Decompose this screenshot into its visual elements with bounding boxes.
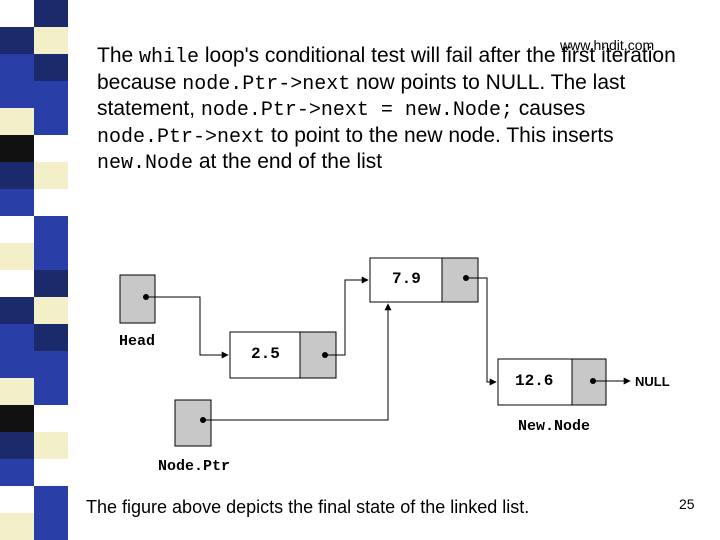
stripe-cell [0,162,34,189]
stripe-cell [34,27,68,54]
stripe-cell [0,27,34,54]
stripe-cell [0,54,34,81]
stripe-cell [34,351,68,378]
stripe-cell [34,270,68,297]
stripe-cell [34,135,68,162]
nodeptr-to-node-7-9-arrow [203,303,392,421]
nodeptr-pointer-box [174,399,212,447]
node-7-9-to-12-6-arrow [466,277,497,386]
code-while: while [139,46,200,69]
stripe-cell [34,486,68,513]
watermark: www.hndit.com [560,37,655,53]
stripe-cell [34,243,68,270]
head-pointer-box [119,274,156,324]
stripe-cell [0,243,34,270]
node-7-9-next-box [441,257,479,303]
code-nodeptr-next: node.Ptr->next [97,125,266,149]
stripe-cell [0,297,34,324]
stripe-cell [34,297,68,324]
stripe-cell [34,459,68,486]
node-2-5-next-box [299,331,337,379]
code-nodeptr-next: node.Ptr->next [182,72,351,96]
code-newnode: new.Node [97,152,194,175]
stripe-cell [0,0,34,27]
text-segment: now points to NULL. The last statement, [97,70,626,121]
stripe-cell [0,405,34,432]
stripe-cell [34,216,68,243]
stripe-cell [0,459,34,486]
stripe-cell [0,351,34,378]
stripe-cell [34,0,68,27]
node-12-6-value: 12.6 [515,372,553,390]
stripe-cell [34,324,68,351]
stripe-cell [0,513,34,540]
stripe-cell [0,108,34,135]
node-7-9-value: 7.9 [392,270,421,288]
stripe-cell [34,162,68,189]
page-number: 25 [679,496,695,512]
text-segment: at the end of the list [193,150,383,173]
stripe-cell [0,81,34,108]
stripe-cell [0,486,34,513]
text-segment: to point to the new node. This inserts [265,123,614,147]
stripe-cell [34,81,68,108]
newnode-label: New.Node [518,418,590,435]
node-12-6-next-box [571,358,607,406]
stripe-cell [0,189,34,216]
node-7-9-value-box [369,257,443,303]
stripe-cell [34,432,68,459]
text-segment: loop's conditional test will fail after … [97,44,676,94]
null-label: NULL [635,374,670,389]
stripe-cell [0,216,34,243]
slide-body-text: The while loop's conditional test will f… [97,44,707,177]
head-label: Head [119,333,155,350]
stripe-cell [34,378,68,405]
stripe-cell [0,270,34,297]
figure-caption: The figure above depicts the final state… [86,497,530,517]
head-to-node-arrow [146,296,229,359]
stripe-cell [34,405,68,432]
decorative-stripe-bar [0,0,68,540]
stripe-cell [34,189,68,216]
stripe-cell [0,432,34,459]
stripe-cell [0,378,34,405]
text-segment: The [97,44,140,67]
text-segment: causes [512,97,586,120]
stripe-cell [0,324,34,351]
stripe-cell [34,108,68,135]
stripe-cell [34,513,68,540]
stripe-cell [0,135,34,162]
node-2-5-to-7-9-arrow [325,276,369,356]
code-assignment: node.Ptr->next = new.Node; [200,99,513,122]
stripe-cell [34,54,68,81]
node-2-5-value: 2.5 [251,345,280,363]
node-12-6-value-box [497,358,573,406]
nodeptr-label: Node.Ptr [158,458,230,475]
